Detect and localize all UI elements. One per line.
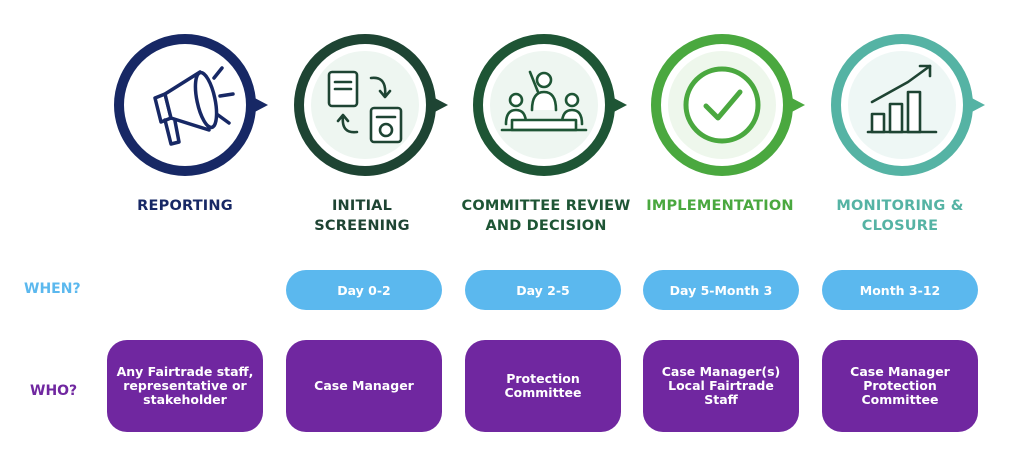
step-title-reporting: REPORTING [137, 198, 233, 214]
who-text-reporting: Any Fairtrade staff, representative or s… [116, 364, 254, 407]
who-text-implementation: Case Manager(s) Local Fairtrade Staff [661, 364, 781, 407]
step-title-committee: COMMITTEE REVIEW AND DECISION [461, 198, 631, 234]
who-box-monitoring: Case Manager Protection Committee [822, 340, 978, 432]
step-screening-circle [294, 34, 448, 176]
when-pill-screening: Day 0-2 [286, 270, 442, 310]
when-pill-committee: Day 2-5 [465, 270, 621, 310]
who-text-committee: Protection Committee [504, 371, 582, 400]
checkmark-icon [683, 66, 761, 144]
meeting-icon [500, 70, 588, 132]
who-text-monitoring: Case Manager Protection Committee [850, 364, 950, 407]
who-box-reporting: Any Fairtrade staff, representative or s… [107, 340, 263, 432]
who-text-screening: Case Manager [314, 378, 414, 393]
step-committee-circle [473, 34, 627, 176]
step-reporting-circle [114, 34, 268, 176]
step-title-screening: INITIAL SCREENING [314, 198, 410, 234]
growth-chart-icon [866, 64, 938, 134]
step-title-monitoring: MONITORING & CLOSURE [836, 198, 964, 234]
document-exchange-icon [327, 70, 403, 144]
step-monitoring-circle [831, 34, 985, 176]
when-label: WHEN? [24, 281, 81, 297]
step-title-implementation: IMPLEMENTATION [646, 198, 794, 214]
when-pill-monitoring: Month 3-12 [822, 270, 978, 310]
who-label: WHO? [30, 383, 78, 399]
who-box-implementation: Case Manager(s) Local Fairtrade Staff [643, 340, 799, 432]
when-pill-implementation: Day 5-Month 3 [643, 270, 799, 310]
step-implementation-circle [651, 34, 805, 176]
who-box-committee: Protection Committee [465, 340, 621, 432]
who-box-screening: Case Manager [286, 340, 442, 432]
megaphone-icon [153, 66, 235, 146]
